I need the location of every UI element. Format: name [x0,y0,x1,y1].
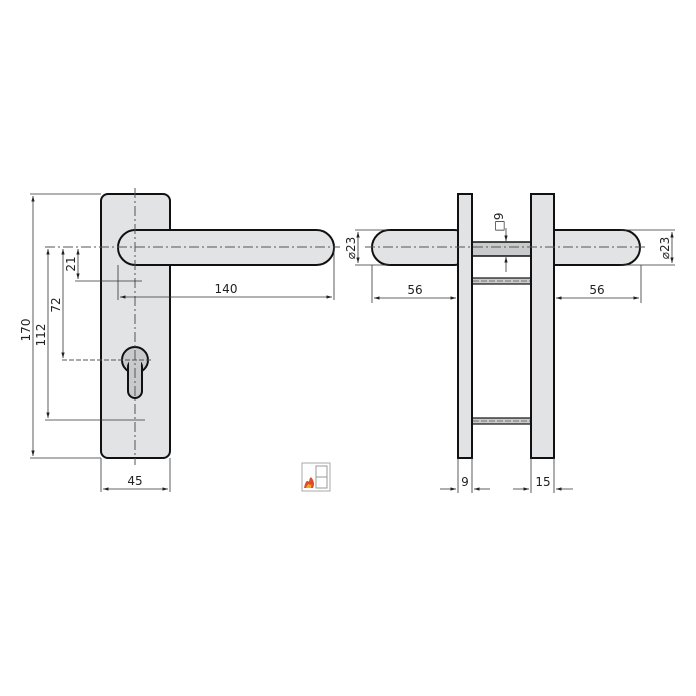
side-view: ⌀23 ⌀23 □9 56 56 9 15 [344,193,675,493]
dim-handle-to-cylinder: 72 [49,297,63,312]
dim-plate-width: 45 [127,474,142,488]
dim-plate-thickness-left: 9 [461,475,469,489]
dim-diameter-right: ⌀23 [658,237,672,260]
fire-rated-door-icon [301,462,331,492]
dim-handle-to-bottom: 112 [34,324,48,347]
dim-spindle-square: □9 [492,213,506,232]
spindle [471,241,532,257]
dim-projection-left: 56 [407,283,422,297]
dim-overall-height: 170 [19,319,33,342]
dim-projection-right: 56 [589,283,604,297]
left-plate [457,193,473,459]
front-view: 170 112 72 21 140 45 [19,188,340,492]
dim-diameter-left: ⌀23 [344,237,358,260]
dim-handle-to-rose: 21 [64,256,78,271]
right-plate [530,193,555,459]
dim-plate-thickness-right: 15 [535,475,550,489]
dim-handle-length: 140 [215,282,238,296]
